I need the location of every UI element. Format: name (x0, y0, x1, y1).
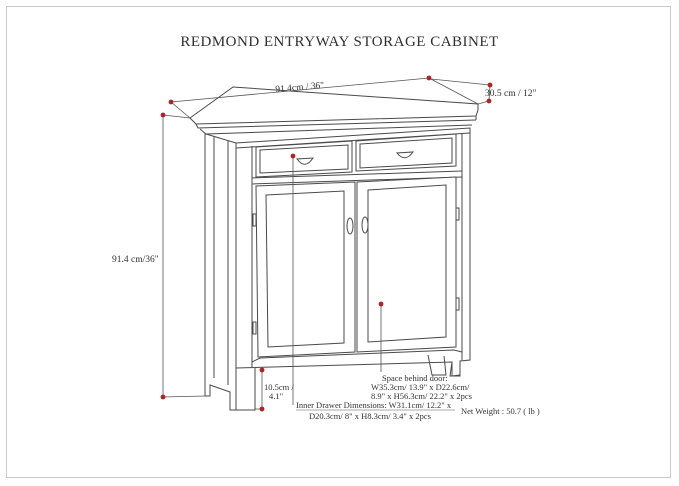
marker-dot (168, 99, 174, 105)
space-behind-door-line-3: 8.9" x H56.3cm/ 22.2" x 2pcs (371, 391, 472, 401)
depth-dimension-line (430, 78, 491, 86)
hinge-icon (455, 297, 460, 311)
space-behind-door-line-2: W35.3cm/ 13.9" x D22.6cm/ (371, 382, 470, 392)
inner-drawer-line-2: D20.3cm/ 8" x H8.3cm/ 3.4" x 2pcs (309, 411, 431, 421)
space-behind-door-line-1: Space behind door: (382, 373, 448, 383)
drawer-pull-left-icon (296, 157, 314, 165)
marker-dot (160, 112, 166, 118)
marker-dot (378, 301, 384, 307)
marker-dot (259, 367, 265, 373)
dimension-lines (162, 77, 491, 410)
hinge-icon (252, 213, 257, 227)
hinge-icon (455, 207, 460, 221)
cabinet-top (189, 86, 479, 135)
marker-dot (160, 394, 166, 400)
marker-dot (487, 82, 493, 88)
depth-label: 30.5 cm / 12" (485, 89, 536, 99)
cabinet-side-panel (204, 133, 237, 411)
inner-drawer-line-1: Inner Drawer Dimensions: W31.1cm/ 12.2" … (296, 400, 452, 410)
door-knob-left-icon (346, 217, 354, 235)
diagram-title: REDMOND ENTRYWAY STORAGE CABINET (180, 34, 499, 50)
leg-height-label-cm: 10.5cm / (264, 382, 294, 392)
dimension-markers (160, 75, 493, 412)
door-knob-right-icon (361, 216, 369, 234)
marker-dot (486, 98, 492, 104)
width-label: 91.4cm / 36" (275, 81, 325, 95)
inner-drawer-note: Inner Drawer Dimensions: W31.1cm/ 12.2" … (296, 400, 455, 421)
net-weight-label: Net Weight : 50.7 ( lb ) (461, 406, 540, 416)
marker-dot (259, 406, 265, 412)
drawing-frame (6, 6, 671, 478)
cabinet (189, 86, 479, 411)
drawer-pull-right-icon (396, 151, 415, 159)
leg-height-label-in: 4.1" (269, 391, 283, 401)
hinge-icon (252, 321, 257, 335)
door-left (255, 181, 356, 358)
width-dimension-line (170, 77, 430, 103)
height-label: 91.4 cm/36" (112, 255, 159, 265)
marker-dot (426, 75, 432, 81)
door-right (356, 176, 457, 353)
space-behind-door-note: Space behind door: W35.3cm/ 13.9" x D22.… (371, 373, 472, 401)
marker-dot (290, 153, 296, 159)
